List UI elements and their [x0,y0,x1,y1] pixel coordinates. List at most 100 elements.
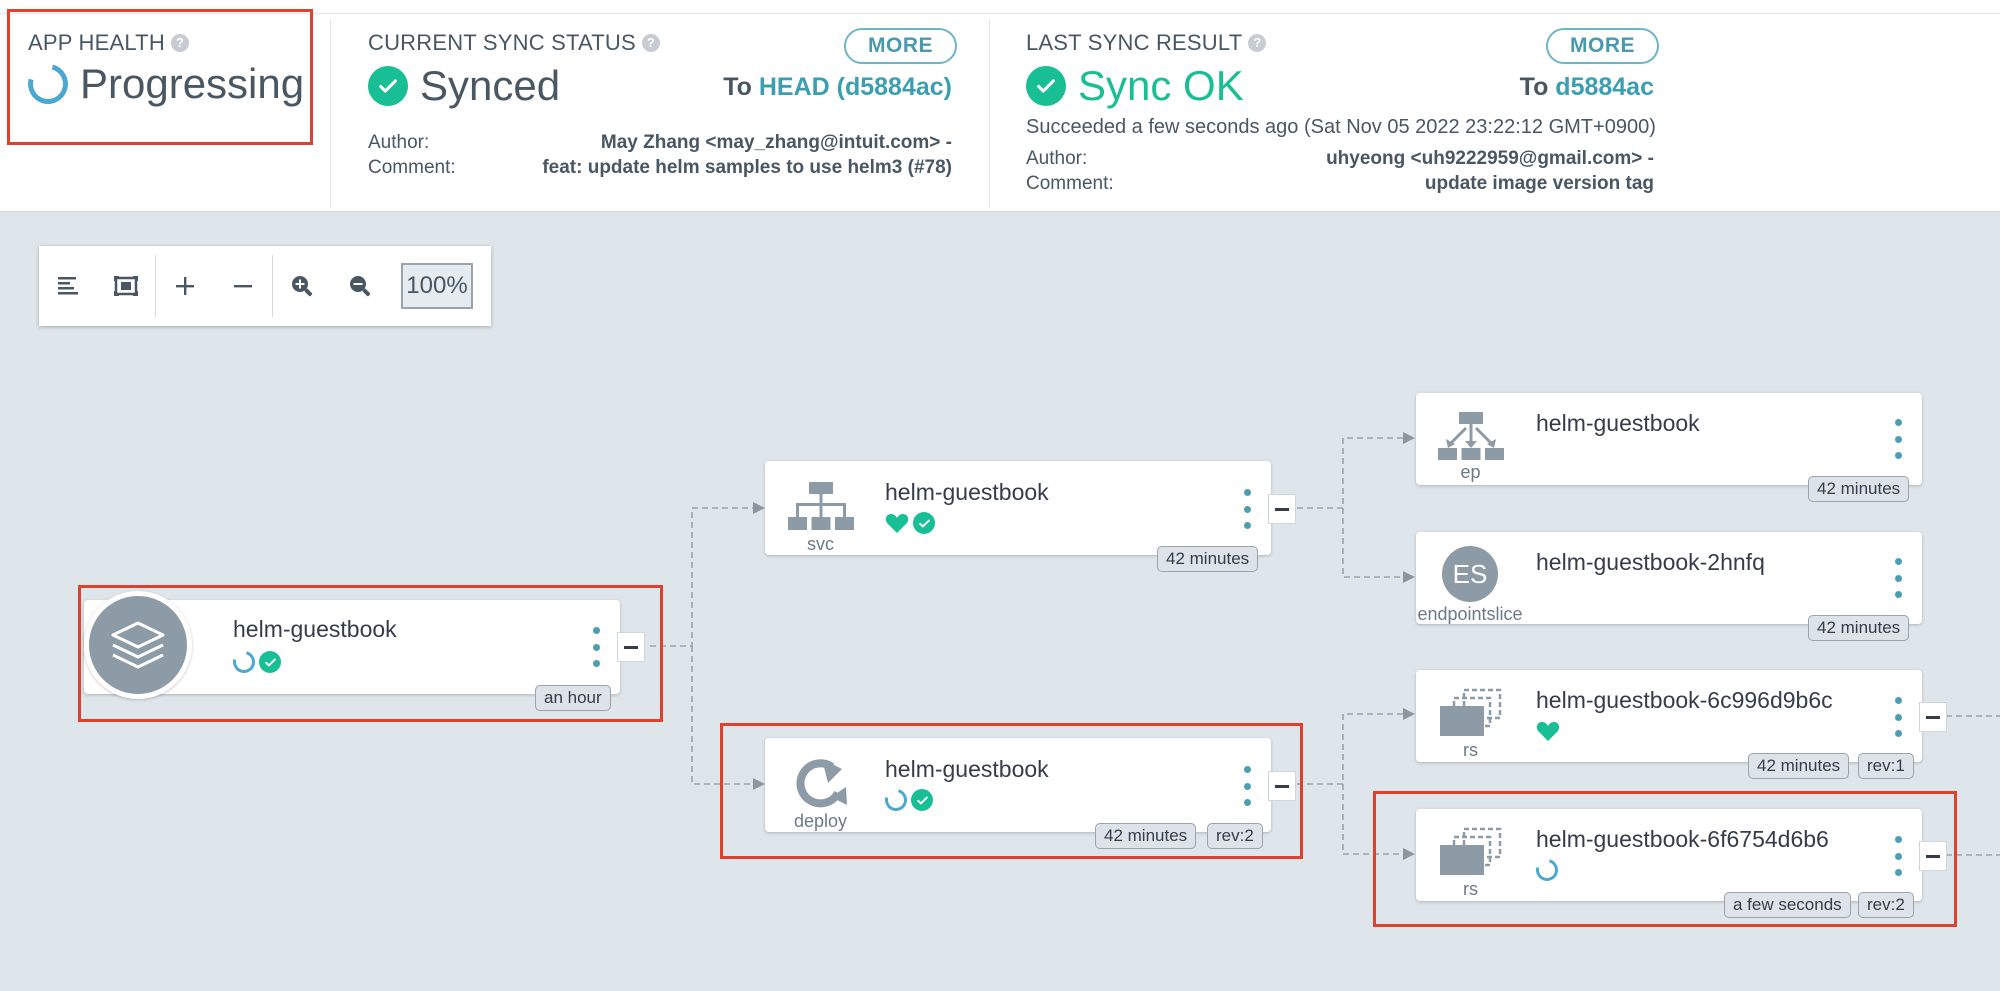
endpointslice-node-name: helm-guestbook-2hnfq [1536,549,1765,575]
replicaset-node-menu-icon[interactable] [1892,697,1904,737]
service-node-name: helm-guestbook [885,479,1049,505]
replicaset-node-name: helm-guestbook-6f6754d6b6 [1536,826,1829,852]
expand-all-plus-icon[interactable] [156,246,214,326]
deployment-node-name: helm-guestbook [885,756,1049,782]
network-tree-icon [787,482,854,530]
endpointslice-node-age: 42 minutes [1808,615,1910,641]
deployment-node[interactable] [765,738,1271,832]
replicaset-node-icon: rs [1432,827,1509,900]
graph-toolbar: 100% [39,246,491,326]
section-divider [330,20,331,208]
author-value: May Zhang <may_zhang@intuit.com> - [600,132,952,153]
replicaset-node-status [1536,720,1560,742]
zoom-out-icon[interactable] [331,246,389,326]
replicaset-node-collapse-button[interactable] [1919,702,1947,732]
replicaset-node[interactable] [1416,670,1922,762]
current-sync-revision-link[interactable]: HEAD (d5884ac) [758,73,952,101]
application-layers-icon [84,591,192,699]
app-health-title: APP HEALTH ? [28,30,189,56]
align-left-icon[interactable] [39,246,97,326]
endpoints-node[interactable] [1416,393,1922,485]
application-node-menu-icon[interactable] [590,627,602,667]
endpoints-tree-icon [1437,412,1504,460]
last-sync-more-button[interactable]: MORE [1546,28,1659,64]
last-sync-revision-link[interactable]: d5884ac [1555,73,1654,101]
deployment-node-revision: rev:2 [1207,823,1263,849]
zoom-level[interactable]: 100% [401,263,473,309]
synced-check-icon [913,512,935,534]
replicaset-stack-icon [1439,688,1501,736]
replicaset-stack-icon [1439,827,1501,875]
service-node-collapse-button[interactable] [1268,494,1296,524]
service-node-status [885,512,935,534]
progressing-icon [1531,854,1563,886]
header-divider [0,13,2000,14]
last-sync-time: Succeeded a few seconds ago (Sat Nov 05 … [1026,116,1656,138]
current-sync-title: CURRENT SYNC STATUS ? [368,30,953,56]
comment-value: feat: update helm samples to use helm3 (… [542,157,952,178]
replicaset-node-name: helm-guestbook-6c996d9b6c [1536,687,1833,713]
endpointslice-node-menu-icon[interactable] [1892,558,1904,598]
application-node-status [228,646,281,678]
endpointslice-node-icon: ES endpointslice [1416,546,1524,625]
endpointslice-badge-icon: ES [1442,546,1498,602]
application-node-age: an hour [535,685,611,711]
endpoints-node-age: 42 minutes [1808,476,1910,502]
collapse-all-minus-icon[interactable] [214,246,272,326]
replicaset-node-revision: rev:2 [1858,892,1914,918]
healthy-heart-icon [885,514,909,533]
application-node-name: helm-guestbook [233,616,397,642]
synced-check-icon [911,789,933,811]
deployment-node-icon: deploy [782,757,859,832]
replicaset-node-age: a few seconds [1724,892,1851,918]
help-icon[interactable]: ? [641,34,660,52]
replicaset-node-icon: rs [1432,688,1509,761]
application-node-collapse-button[interactable] [617,632,645,662]
toolbar-separator [155,255,156,317]
comment-value: update image version tag [1424,173,1654,194]
replicaset-node-age: 42 minutes [1748,753,1850,779]
help-icon[interactable]: ? [170,34,189,52]
deployment-node-collapse-button[interactable] [1268,771,1296,801]
last-sync-target: To d5884ac [1519,73,1654,101]
service-node-icon: svc [782,482,859,555]
last-sync-title: LAST SYNC RESULT ? [1026,30,1654,56]
author-value: uhyeong <uh9222959@gmail.com> - [1326,148,1654,169]
author-label: Author: [1026,148,1088,169]
comment-label: Comment: [1026,173,1114,194]
replicaset-node-status [1531,854,1563,886]
healthy-heart-icon [1536,722,1560,741]
service-node-menu-icon[interactable] [1241,489,1253,529]
sync-ok-check-icon [1026,66,1066,106]
replicaset-node-collapse-button[interactable] [1919,841,1947,871]
app-status-header: APP HEALTH ? Progressing CURRENT SYNC ST… [0,0,2000,212]
toolbar-separator [272,255,273,317]
section-divider [989,20,990,208]
endpoints-node-menu-icon[interactable] [1892,419,1904,459]
comment-label: Comment: [368,157,456,178]
replicaset-node-menu-icon[interactable] [1892,836,1904,876]
service-node[interactable] [765,461,1271,555]
endpoints-node-icon: ep [1432,412,1509,483]
deployment-node-status [880,784,933,816]
current-sync-target: To HEAD (d5884ac) [723,73,952,101]
progressing-icon [880,784,912,816]
last-sync-status: Sync OK [1026,62,1244,110]
rotate-arrow-icon [796,759,847,808]
progressing-icon [228,646,260,678]
deployment-node-menu-icon[interactable] [1241,766,1253,806]
synced-check-icon [368,66,408,106]
endpoints-node-name: helm-guestbook [1536,410,1700,436]
endpointslice-node[interactable] [1416,532,1922,624]
zoom-in-icon[interactable] [273,246,331,326]
progressing-icon [20,56,76,112]
help-icon[interactable]: ? [1248,34,1267,52]
fit-to-screen-icon[interactable] [97,246,155,326]
replicaset-node-revision: rev:1 [1858,753,1914,779]
app-health-status: Progressing [20,56,304,112]
current-sync-status: Synced [368,62,560,110]
replicaset-node[interactable] [1416,809,1922,901]
synced-check-icon [259,651,281,673]
author-label: Author: [368,132,430,153]
current-sync-more-button[interactable]: MORE [844,28,957,64]
